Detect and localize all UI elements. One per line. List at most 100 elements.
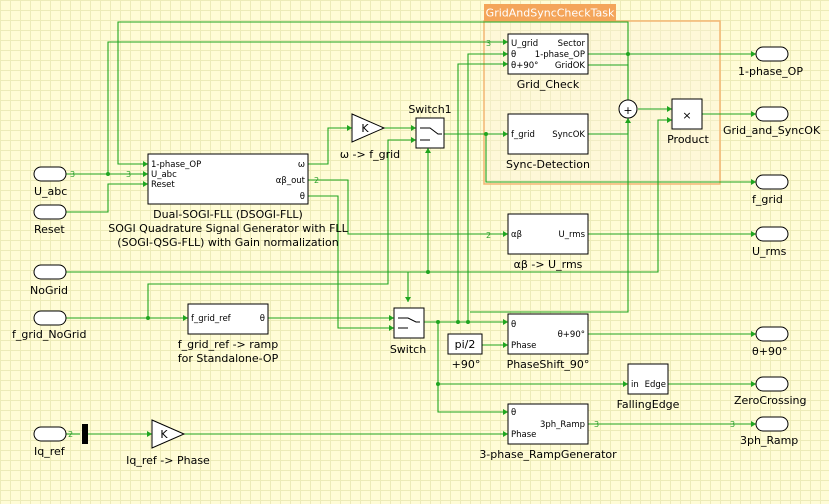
phaseshift-port-phase: Phase bbox=[511, 341, 536, 351]
wire-fgrid-switch1[interactable] bbox=[147, 139, 416, 318]
wire-nogrid[interactable] bbox=[66, 119, 672, 273]
urms-port-urms: U_rms bbox=[558, 230, 585, 240]
sync-caption: Sync-Detection bbox=[506, 158, 590, 171]
sum-symbol: + bbox=[623, 104, 632, 117]
port-grid-and-syncok-label: Grid_and_SyncOK bbox=[723, 124, 821, 137]
gain-iqref-caption: Iq_ref -> Phase bbox=[126, 454, 210, 467]
port-reset[interactable] bbox=[33, 204, 67, 220]
wire-theta90-gridcheck[interactable] bbox=[457, 63, 508, 322]
gridcheck-port-theta: θ bbox=[511, 50, 516, 60]
port-u-rms[interactable] bbox=[755, 226, 789, 242]
port-1-phase-op[interactable] bbox=[755, 46, 789, 62]
block-product[interactable]: × Product bbox=[667, 98, 710, 146]
dsogi-port-1phase-op: 1-phase_OP bbox=[151, 160, 201, 170]
wire-fgrid[interactable] bbox=[485, 134, 756, 183]
task-title: GridAndSyncCheckTask bbox=[486, 7, 615, 20]
const-caption: +90° bbox=[452, 358, 481, 371]
port-f-grid[interactable] bbox=[755, 174, 789, 190]
dsogi-caption-2: SOGI Quadrature Signal Generator with FL… bbox=[108, 222, 348, 235]
wire-ugrid[interactable] bbox=[107, 41, 508, 174]
block-fallingedge[interactable]: in Edge FallingEdge bbox=[617, 363, 680, 411]
block-3ph-ramp-generator[interactable]: θ Phase 3ph_Ramp 3-phase_RampGenerator bbox=[479, 403, 617, 461]
gain-symbol: K bbox=[160, 428, 168, 441]
port-nogrid-label: NoGrid bbox=[30, 284, 68, 297]
gen3ph-port-theta: θ bbox=[511, 408, 516, 418]
port-nogrid[interactable] bbox=[33, 264, 67, 280]
dsogi-port-reset: Reset bbox=[151, 180, 175, 190]
switch-caption: Switch bbox=[390, 343, 426, 356]
falling-port-in: in bbox=[631, 380, 639, 390]
urms-port-ab: αβ bbox=[511, 230, 522, 240]
const-value: pi/2 bbox=[455, 338, 476, 351]
ramp-caption-2: for Standalone-OP bbox=[178, 352, 279, 365]
wire-width-label: 3 bbox=[70, 170, 75, 179]
phaseshift-port-theta90: θ+90° bbox=[558, 330, 585, 340]
port-zerocrossing[interactable] bbox=[755, 376, 789, 392]
gridcheck-port-theta90: θ+90° bbox=[511, 61, 538, 71]
wire-theta90-loop[interactable] bbox=[470, 64, 629, 313]
product-symbol: × bbox=[682, 109, 691, 122]
port-f-grid-nogrid-label: f_grid_NoGrid bbox=[12, 328, 86, 341]
demux-bar[interactable] bbox=[82, 424, 88, 444]
port-f-grid-nogrid[interactable] bbox=[33, 310, 67, 326]
wire-theta-gridcheck[interactable] bbox=[467, 53, 508, 322]
port-f-grid-label: f_grid bbox=[752, 193, 783, 206]
port-u-abc[interactable] bbox=[33, 166, 67, 182]
wire-width-label: 2 bbox=[486, 231, 491, 240]
block-switch1[interactable]: Switch1 bbox=[408, 103, 452, 149]
gen3ph-port-phase: Phase bbox=[511, 430, 536, 440]
wire-width-label: 2 bbox=[68, 430, 73, 439]
block-gain-iqref[interactable]: K Iq_ref -> Phase bbox=[126, 419, 210, 467]
port-3ph-ramp[interactable] bbox=[755, 416, 789, 432]
dsogi-port-u-abc: U_abc bbox=[151, 170, 177, 180]
block-switch[interactable]: Switch bbox=[390, 307, 426, 356]
port-grid-and-syncok[interactable] bbox=[755, 106, 789, 122]
block-const-pi2[interactable]: pi/2 +90° bbox=[447, 333, 483, 371]
block-sync-detection[interactable]: f_grid SyncOK Sync-Detection bbox=[506, 113, 590, 171]
falling-port-edge: Edge bbox=[645, 380, 666, 390]
gain-symbol: K bbox=[361, 122, 369, 135]
block-gain-omega[interactable]: K ω -> f_grid bbox=[340, 113, 400, 161]
ramp-caption-1: f_grid_ref -> ramp bbox=[178, 338, 278, 351]
block-sum[interactable]: + bbox=[618, 99, 638, 119]
block-grid-check[interactable]: U_grid θ θ+90° Sector 1-phase_OP GridOK … bbox=[507, 33, 589, 91]
port-1-phase-op-label: 1-phase_OP bbox=[738, 65, 803, 78]
dsogi-caption-3: (SOGI-QSG-FLL) with Gain normalization bbox=[117, 236, 338, 249]
port-iq-ref[interactable] bbox=[33, 426, 67, 442]
block-urms[interactable]: αβ U_rms αβ -> U_rms bbox=[507, 213, 589, 271]
wire-omega[interactable] bbox=[308, 127, 352, 165]
task-title-tab[interactable] bbox=[484, 4, 616, 21]
wire-width-label: 3 bbox=[486, 39, 491, 48]
port-iq-ref-label: Iq_ref bbox=[34, 445, 66, 458]
wire-theta[interactable] bbox=[308, 195, 394, 329]
gridcheck-port-ugrid: U_grid bbox=[511, 39, 538, 49]
port-theta-90-label: θ+90° bbox=[752, 345, 787, 358]
wire-width-label: 2 bbox=[314, 176, 319, 185]
phaseshift-caption: PhaseShift_90° bbox=[507, 358, 590, 371]
port-3ph-ramp-label: 3ph_Ramp bbox=[740, 434, 798, 447]
block-phaseshift[interactable]: θ Phase θ+90° PhaseShift_90° bbox=[507, 313, 590, 371]
gen3ph-caption: 3-phase_RampGenerator bbox=[479, 448, 617, 461]
ramp-port-theta: θ bbox=[260, 314, 265, 324]
gain-omega-caption: ω -> f_grid bbox=[340, 148, 400, 161]
port-reset-label: Reset bbox=[34, 223, 65, 236]
gridcheck-port-gridok: GridOK bbox=[555, 61, 586, 71]
switch1-caption: Switch1 bbox=[408, 103, 451, 116]
wire-theta-gen3ph[interactable] bbox=[437, 322, 508, 413]
wire-width-label: 3 bbox=[126, 170, 131, 179]
dsogi-port-theta: θ bbox=[300, 192, 305, 202]
gridcheck-caption: Grid_Check bbox=[517, 78, 580, 91]
wire-width-label: 3 bbox=[730, 420, 735, 429]
sync-port-fgrid: f_grid bbox=[511, 130, 535, 140]
junctions bbox=[106, 52, 630, 386]
port-theta-90[interactable] bbox=[755, 326, 789, 342]
gen3ph-port-3phramp: 3ph_Ramp bbox=[540, 420, 585, 430]
dsogi-caption-1: Dual-SOGI-FLL (DSOGI-FLL) bbox=[153, 208, 303, 221]
ramp-port-fgridref: f_grid_ref bbox=[191, 314, 232, 324]
block-ramp[interactable]: f_grid_ref θ f_grid_ref -> ramp for Stan… bbox=[178, 303, 279, 365]
wire-reset[interactable] bbox=[66, 183, 148, 213]
dsogi-port-omega: ω bbox=[298, 160, 305, 170]
block-dsogi[interactable]: 1-phase_OP U_abc Reset ω αβ_out θ Dual-S… bbox=[108, 153, 349, 249]
